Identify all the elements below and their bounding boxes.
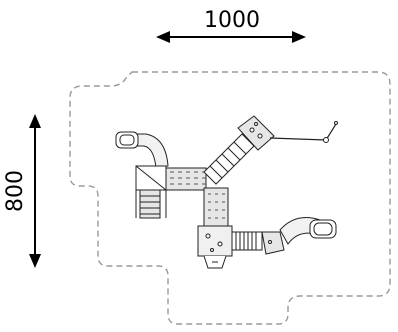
tube-slide-right: [279, 217, 337, 245]
width-label: 1000: [204, 8, 260, 33]
center-bridge: [165, 167, 207, 191]
lower-tower: [197, 225, 233, 269]
arrow-up-icon: [29, 114, 41, 128]
width-dimension: 1000: [156, 8, 306, 43]
playground-equipment: [115, 115, 338, 269]
upper-right-tower: [237, 115, 275, 151]
arrow-down-icon: [29, 254, 41, 268]
arrow-left-icon: [156, 31, 170, 43]
lower-connector: [203, 187, 229, 229]
diagonal-ladder: [203, 133, 255, 185]
safety-zone-outline: [69, 71, 391, 325]
rope-line: [269, 121, 338, 143]
tube-slide-left: [115, 131, 169, 169]
left-tower: [135, 165, 167, 219]
right-small-tower: [261, 231, 285, 255]
lower-bridge: [231, 231, 263, 251]
height-dimension: 800: [3, 114, 41, 268]
arrow-right-icon: [292, 31, 306, 43]
height-label: 800: [3, 170, 28, 212]
